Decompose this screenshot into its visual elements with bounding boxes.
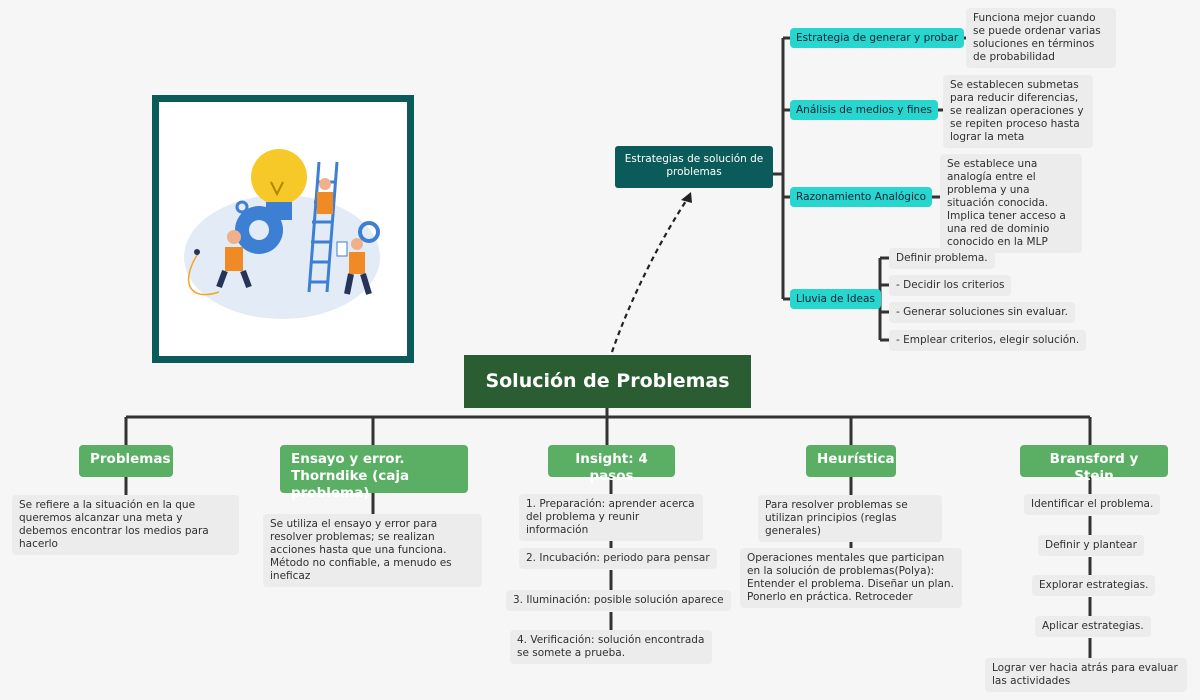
strategies-node[interactable]: Estrategias de solución de problemas (615, 146, 773, 188)
branch-heuristica[interactable]: Heurística (806, 445, 896, 477)
problemas-note: Se refiere a la situación en la que quer… (12, 495, 239, 555)
illustration-frame (152, 95, 414, 363)
lluvia-step-4: - Emplear criterios, elegir solución. (889, 330, 1087, 351)
heuristica-note-2: Operaciones mentales que participan en l… (740, 548, 962, 608)
ensayo-error-note: Se utiliza el ensayo y error para resolv… (263, 514, 482, 587)
insight-step-3: 3. Iluminación: posible solución aparece (506, 590, 731, 611)
branch-insight[interactable]: Insight: 4 pasos (548, 445, 675, 484)
branch-problemas[interactable]: Problemas (79, 445, 173, 477)
bransford-step-1: Identificar el problema. (1024, 494, 1161, 515)
heuristica-note-1: Para resolver problemas se utilizan prin… (758, 495, 942, 542)
lluvia-step-2: - Decidir los criterios (889, 275, 1012, 296)
lluvia-step-1: Definir problema. (889, 248, 995, 269)
strategy-lluvia-ideas[interactable]: Lluvia de Ideas (790, 289, 881, 309)
strategy-medios-fines[interactable]: Análisis de medios y fines (790, 100, 939, 120)
bransford-step-2: Definir y plantear (1038, 535, 1144, 556)
strategy-generar-probar-note: Funciona mejor cuando se puede ordenar v… (966, 8, 1116, 68)
root-node[interactable]: Solución de Problemas (464, 355, 751, 408)
insight-step-1: 1. Preparación: aprender acerca del prob… (519, 494, 703, 541)
strategy-generar-probar[interactable]: Estrategia de generar y probar (790, 28, 965, 48)
teamwork-lightbulb-illustration (184, 149, 380, 319)
lluvia-step-3: - Generar soluciones sin evaluar. (889, 302, 1075, 323)
insight-step-2: 2. Incubación: periodo para pensar (519, 548, 717, 569)
branch-ensayo-error[interactable]: Ensayo y error. Thorndike (caja problema… (280, 445, 468, 501)
bransford-step-4: Aplicar estrategias. (1035, 616, 1151, 637)
bransford-step-3: Explorar estrategias. (1032, 575, 1156, 596)
branch-bransford-stein[interactable]: Bransford y Stein (1020, 445, 1168, 484)
strategy-medios-fines-note: Se establecen submetas para reducir dife… (943, 75, 1093, 148)
bransford-step-5: Lograr ver hacia atrás para evaluar las … (985, 658, 1187, 692)
strategy-analogico-note: Se establece una analogía entre el probl… (940, 154, 1082, 253)
strategy-analogico[interactable]: Razonamiento Analógico (790, 187, 933, 207)
insight-step-4: 4. Verificación: solución encontrada se … (510, 630, 712, 664)
